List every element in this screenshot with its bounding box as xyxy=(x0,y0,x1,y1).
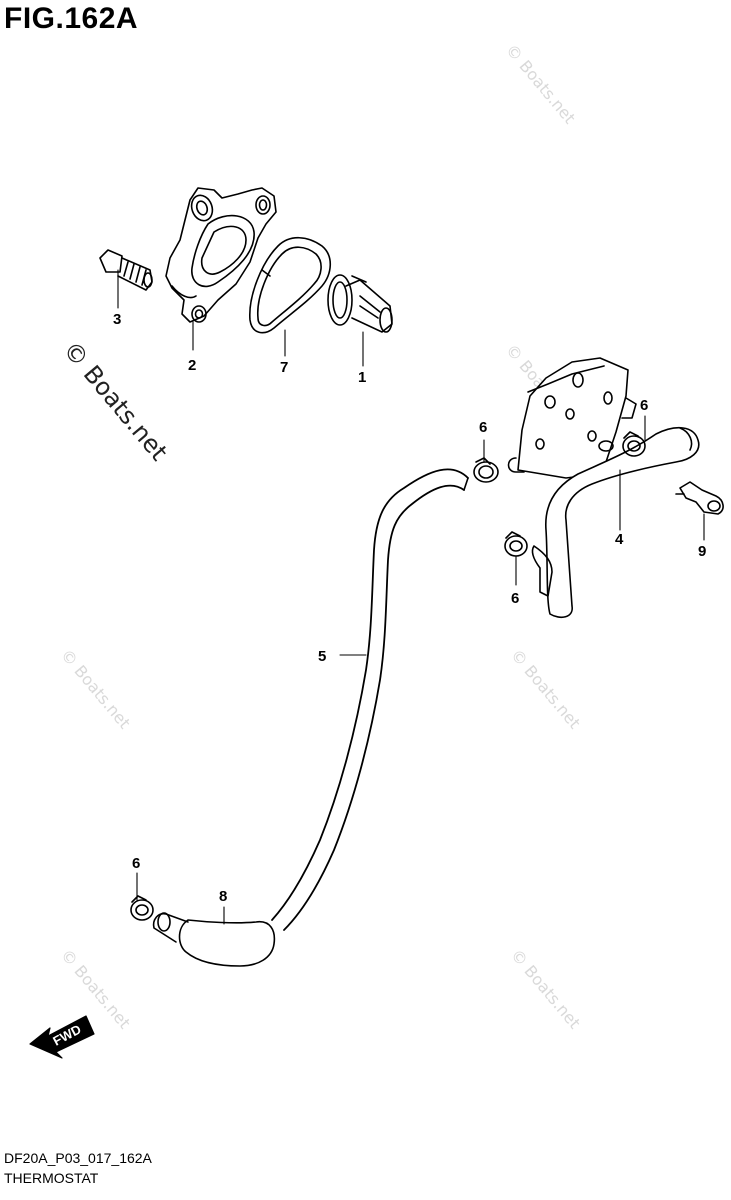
callout-8: 8 xyxy=(219,888,227,905)
leader-lines xyxy=(117,269,705,925)
watermark: © Boats.net xyxy=(502,40,579,127)
callout-4: 4 xyxy=(615,531,624,548)
watermark: © Boats.net xyxy=(57,336,173,466)
figure-code: DF20A_P03_017_162A xyxy=(4,1150,152,1166)
thermostat-cover-part-2 xyxy=(165,187,277,323)
clamp-part-6-top-left xyxy=(473,457,499,483)
callout-6c: 6 xyxy=(511,590,519,607)
hose-clip-part-9 xyxy=(675,481,724,515)
callout-labels: 1 2 3 4 5 6 6 6 6 7 8 9 xyxy=(113,311,706,905)
watermark: © Boats.net xyxy=(57,945,134,1032)
hose-part-5 xyxy=(271,468,469,931)
callout-1: 1 xyxy=(358,369,366,386)
watermark: © Boats.net xyxy=(507,645,584,732)
engine-block-fragment xyxy=(507,357,637,479)
clamp-part-6-top-right xyxy=(622,431,646,457)
callout-5: 5 xyxy=(318,648,326,665)
figure-title: FIG.162A xyxy=(4,2,139,35)
callout-6b: 6 xyxy=(640,397,648,414)
callout-2: 2 xyxy=(188,357,196,374)
callout-3: 3 xyxy=(113,311,121,328)
bolt-part-3 xyxy=(99,249,153,291)
callout-7: 7 xyxy=(280,359,288,376)
callout-9: 9 xyxy=(698,543,706,560)
figure-caption: THERMOSTAT xyxy=(4,1170,99,1186)
clamp-part-6-middle xyxy=(504,531,528,557)
thermostat-part-1 xyxy=(327,274,393,333)
elbow-hose-part-8 xyxy=(152,912,276,967)
gasket-part-7 xyxy=(249,236,332,334)
forward-direction-arrow: FWD xyxy=(29,1015,95,1059)
clamp-part-6-bottom xyxy=(130,895,154,921)
callout-6a: 6 xyxy=(479,419,487,436)
watermark-group: © Boats.net © Boats.net © Boats.net © Bo… xyxy=(57,40,584,1032)
watermark: © Boats.net xyxy=(57,645,134,732)
hose-part-4 xyxy=(531,427,700,619)
callout-6d: 6 xyxy=(132,855,140,872)
watermark: © Boats.net xyxy=(507,945,584,1032)
